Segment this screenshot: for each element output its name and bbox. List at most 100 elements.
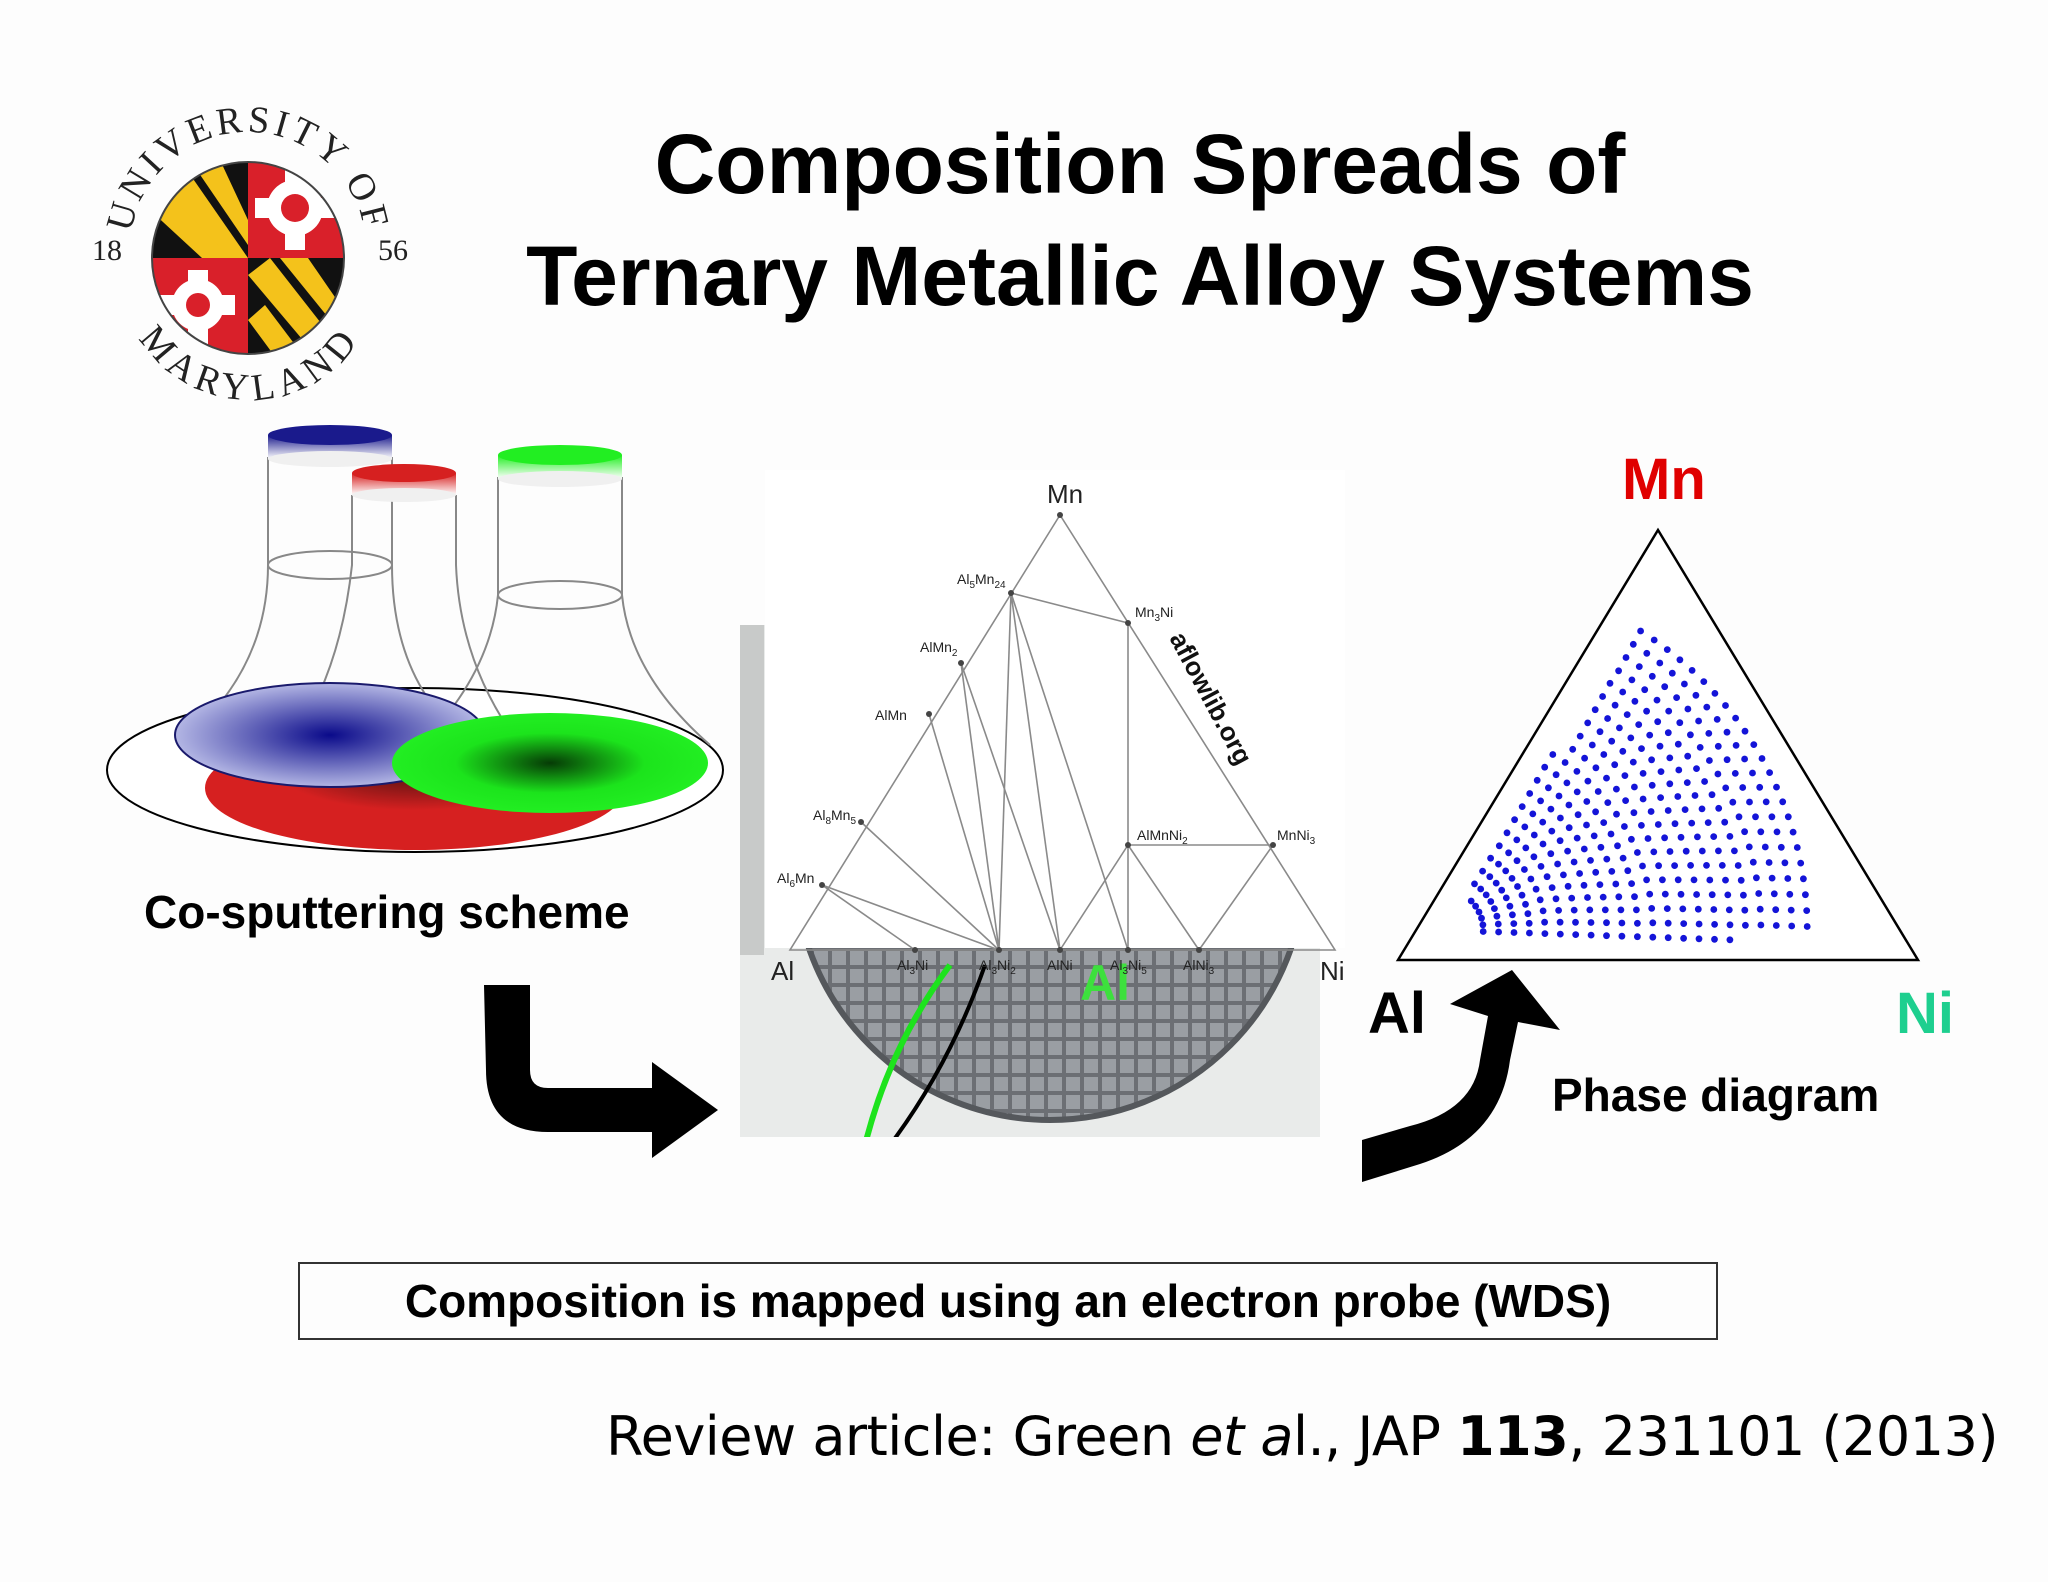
composition-point [1603, 919, 1610, 927]
composition-point [1691, 792, 1699, 799]
composition-point [1753, 874, 1760, 882]
composition-point [1583, 821, 1590, 829]
composition-point [1650, 636, 1658, 644]
composition-point [1555, 907, 1562, 914]
composition-point [1606, 679, 1614, 687]
composition-point [1472, 902, 1479, 910]
composition-point [1530, 853, 1538, 861]
composition-point [1510, 920, 1518, 927]
composition-point [1635, 721, 1643, 728]
al-mn-ni-phase-diagram: Mn Al Ni Al5Mn24 Mn3Ni AlMn2 AlMn Al8Mn5… [765, 470, 1345, 986]
composition-point [1618, 932, 1626, 940]
composition-point [1588, 741, 1596, 749]
composition-point [1674, 876, 1682, 884]
composition-point [1646, 731, 1654, 739]
composition-point [1549, 751, 1557, 758]
reference-volume: 113 [1457, 1405, 1569, 1468]
composition-point [1634, 933, 1641, 941]
composition-point [1688, 667, 1696, 674]
composition-point [1683, 779, 1691, 786]
composition-point [1622, 797, 1629, 804]
composition-point [1565, 824, 1573, 832]
composition-point [1695, 935, 1703, 943]
composition-point [1513, 857, 1521, 865]
composition-points [1467, 627, 1811, 944]
composition-point [1654, 821, 1662, 828]
composition-point [1482, 891, 1490, 899]
composition-point [1479, 921, 1487, 929]
composition-point [1634, 849, 1641, 856]
composition-point [1639, 862, 1646, 870]
composition-point [1495, 928, 1502, 936]
composition-point [1628, 835, 1635, 843]
composition-point [1505, 849, 1512, 857]
composition-point [1586, 906, 1594, 914]
composition-point [1508, 875, 1516, 882]
composition-point [1647, 808, 1655, 815]
composition-point [1537, 863, 1545, 870]
composition-point [1668, 669, 1676, 677]
composition-point [1788, 922, 1796, 930]
composition-point [1703, 703, 1711, 711]
composition-point [1758, 755, 1766, 762]
composition-point [1694, 833, 1701, 841]
composition-point [1568, 894, 1576, 902]
composition-point [1715, 804, 1723, 812]
composition-point [1676, 656, 1684, 664]
composition-point [1599, 693, 1606, 700]
composition-point [1539, 840, 1547, 848]
composition-point [1786, 890, 1794, 898]
composition-point [1761, 843, 1769, 851]
composition-point [1687, 731, 1694, 739]
composition-point [1710, 833, 1718, 840]
composition-point [1714, 742, 1722, 750]
composition-point [1644, 835, 1652, 842]
red-target [352, 464, 456, 502]
composition-point [1749, 858, 1757, 866]
phase-label: AlMnNi2 [1137, 827, 1188, 847]
composition-point [1731, 847, 1738, 855]
composition-point [1638, 745, 1645, 752]
composition-point [1487, 854, 1494, 862]
composition-point [1684, 705, 1692, 713]
composition-point [1630, 809, 1638, 817]
composition-point [1677, 890, 1685, 898]
vertex-mn-label: Mn [1047, 479, 1083, 509]
composition-point [1564, 847, 1571, 855]
vertex-ni-label: Ni [1320, 956, 1345, 986]
composition-point [1643, 649, 1651, 657]
composition-point [1675, 766, 1683, 774]
composition-point [1563, 779, 1571, 787]
composition-point [1735, 813, 1743, 821]
ternary-composition-plot [1395, 527, 1921, 962]
composition-point [1741, 828, 1748, 836]
composition-point [1479, 867, 1486, 875]
phase-label: Al6Mn [777, 870, 814, 890]
composition-point [1704, 819, 1712, 826]
composition-point [1713, 716, 1721, 723]
composition-point [1648, 672, 1656, 680]
composition-point [1603, 774, 1610, 782]
composition-point [1597, 843, 1605, 851]
composition-point [1650, 848, 1658, 856]
composition-point [1570, 906, 1578, 914]
composition-point [1693, 765, 1700, 772]
composition-point [1569, 745, 1577, 753]
composition-point [1722, 702, 1729, 709]
composition-point [1742, 921, 1749, 929]
composition-point [1641, 686, 1649, 694]
composition-point [1803, 923, 1811, 930]
composition-point [1708, 891, 1716, 899]
composition-point [1513, 836, 1521, 844]
composition-point [1556, 930, 1564, 938]
composition-point [1506, 902, 1514, 910]
composition-point [1701, 778, 1708, 785]
composition-point [1587, 857, 1594, 864]
composition-point [1711, 935, 1718, 943]
composition-point [1693, 891, 1700, 898]
composition-point [1573, 788, 1581, 796]
composition-point [1655, 862, 1662, 870]
composition-point [1584, 777, 1592, 785]
composition-point [1726, 921, 1734, 929]
composition-point [1657, 794, 1664, 801]
